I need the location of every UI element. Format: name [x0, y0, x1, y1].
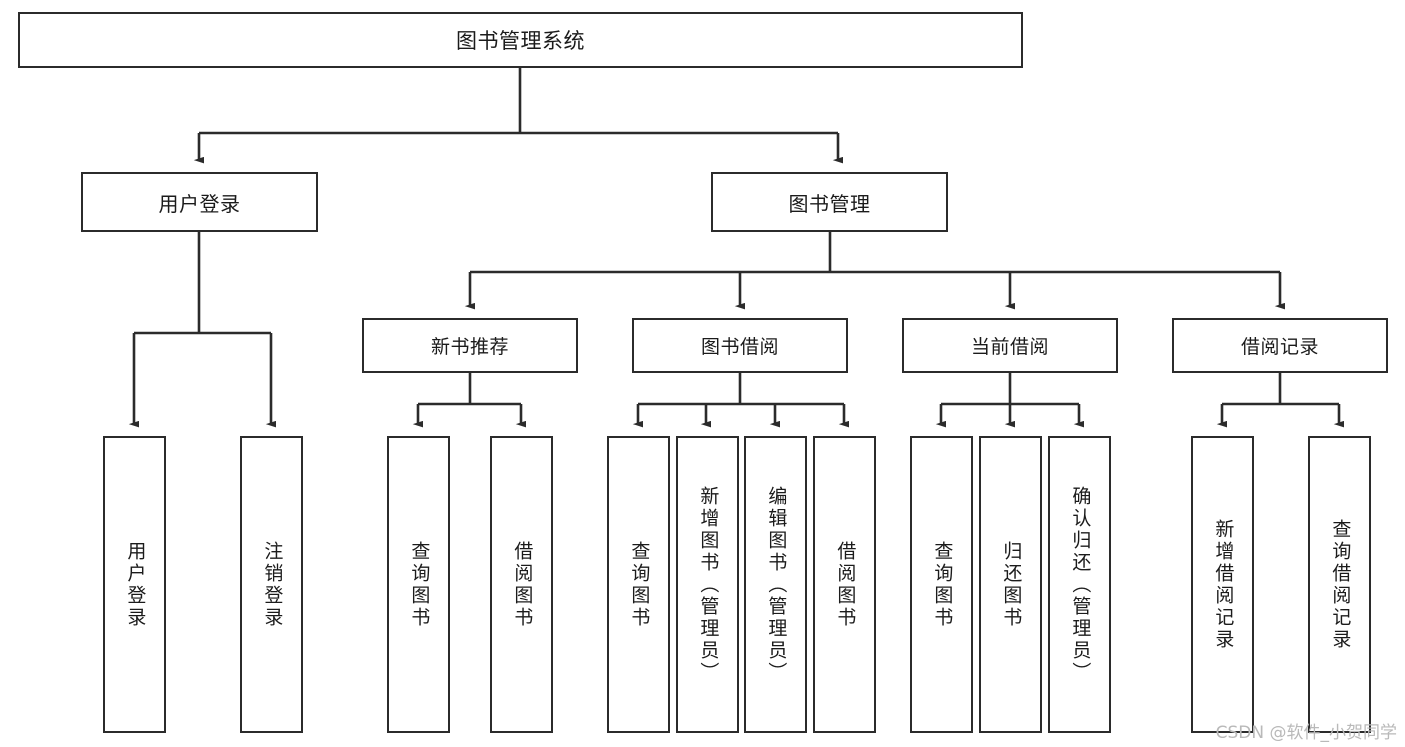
node-borrow-record-label: 借阅记录: [1240, 336, 1319, 358]
node-leaf-user-login-label: 用户登录: [124, 540, 147, 629]
node-root-label: 图书管理系统: [456, 29, 585, 53]
node-book-management[interactable]: 图书管理: [711, 172, 948, 232]
node-leaf-query-book-2[interactable]: 查询图书: [607, 436, 670, 733]
node-leaf-edit-book-admin-label: 编辑图书（管理员）: [765, 485, 788, 684]
node-leaf-logout-login[interactable]: 注销登录: [240, 436, 303, 733]
node-root[interactable]: 图书管理系统: [18, 12, 1023, 68]
node-user-login[interactable]: 用户登录: [81, 172, 318, 232]
node-leaf-logout-login-label: 注销登录: [261, 540, 284, 629]
node-new-book-recommend-label: 新书推荐: [430, 336, 509, 358]
node-leaf-edit-book-admin[interactable]: 编辑图书（管理员）: [744, 436, 807, 733]
node-leaf-confirm-return-admin-label: 确认归还（管理员）: [1069, 485, 1092, 684]
node-user-login-label: 用户登录: [158, 191, 241, 216]
node-leaf-add-borrow-record-label: 新增借阅记录: [1212, 518, 1235, 651]
node-leaf-query-book-1[interactable]: 查询图书: [387, 436, 450, 733]
node-leaf-return-book-label: 归还图书: [1000, 540, 1023, 629]
watermark-label: CSDN @软件_小贺同学: [1215, 723, 1397, 743]
node-leaf-borrow-book-1-label: 借阅图书: [511, 540, 534, 629]
node-current-borrow-label: 当前借阅: [970, 336, 1049, 358]
node-leaf-query-book-3[interactable]: 查询图书: [910, 436, 973, 733]
node-leaf-add-borrow-record[interactable]: 新增借阅记录: [1191, 436, 1254, 733]
node-leaf-query-book-1-label: 查询图书: [408, 540, 431, 629]
node-leaf-query-borrow-record-label: 查询借阅记录: [1329, 518, 1352, 651]
node-leaf-return-book[interactable]: 归还图书: [979, 436, 1042, 733]
node-borrow-record[interactable]: 借阅记录: [1172, 318, 1388, 373]
node-leaf-borrow-book-2[interactable]: 借阅图书: [813, 436, 876, 733]
node-leaf-query-book-2-label: 查询图书: [628, 540, 651, 629]
node-leaf-borrow-book-2-label: 借阅图书: [834, 540, 857, 629]
node-book-management-label: 图书管理: [788, 191, 871, 216]
node-leaf-query-borrow-record[interactable]: 查询借阅记录: [1308, 436, 1371, 733]
node-leaf-add-book-admin[interactable]: 新增图书（管理员）: [676, 436, 739, 733]
node-leaf-borrow-book-1[interactable]: 借阅图书: [490, 436, 553, 733]
node-leaf-query-book-3-label: 查询图书: [931, 540, 954, 629]
node-current-borrow[interactable]: 当前借阅: [902, 318, 1118, 373]
node-book-borrow[interactable]: 图书借阅: [632, 318, 848, 373]
node-leaf-add-book-admin-label: 新增图书（管理员）: [697, 485, 720, 684]
node-book-borrow-label: 图书借阅: [700, 336, 779, 358]
node-new-book-recommend[interactable]: 新书推荐: [362, 318, 578, 373]
node-leaf-confirm-return-admin[interactable]: 确认归还（管理员）: [1048, 436, 1111, 733]
node-leaf-user-login[interactable]: 用户登录: [103, 436, 166, 733]
